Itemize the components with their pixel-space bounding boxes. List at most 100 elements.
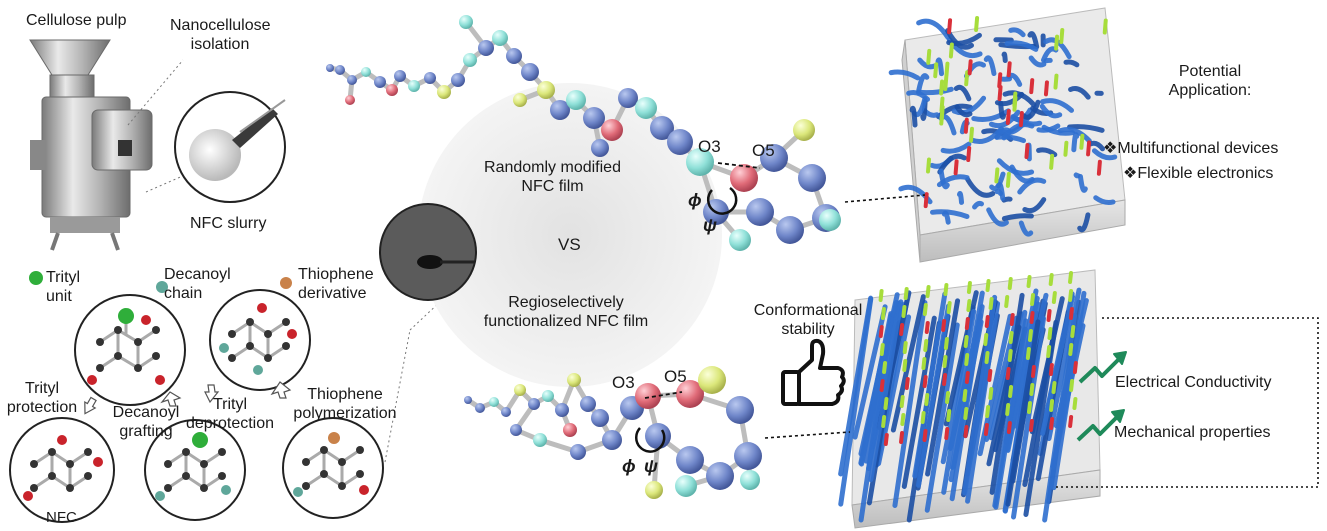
side-chain	[1068, 289, 1074, 302]
side-chain	[923, 192, 929, 209]
side-chain	[964, 353, 970, 366]
molecule-atom	[408, 80, 420, 92]
hbond-line-top	[717, 162, 761, 169]
molecule-atom	[463, 53, 477, 67]
side-chain	[922, 429, 928, 442]
side-chain	[946, 409, 952, 422]
side-chain	[953, 159, 959, 176]
molecule-atom	[591, 139, 609, 157]
fiber	[988, 109, 1021, 129]
side-chain	[963, 407, 969, 420]
side-chain	[1026, 275, 1032, 288]
application-title: Potential Application:	[1168, 63, 1252, 99]
molecule-atom	[424, 72, 436, 84]
molecule-atom	[734, 442, 762, 470]
side-chain	[942, 373, 948, 386]
molecule-atom	[555, 403, 569, 417]
side-chain	[1046, 345, 1052, 358]
fiber	[1018, 220, 1034, 237]
thiophene-legend-label: Thiophene derivative	[298, 266, 374, 302]
fiber	[983, 55, 997, 77]
fiber	[965, 176, 996, 198]
side-chain	[943, 283, 949, 296]
aligned-fiber-film	[838, 269, 1101, 529]
step-trityl-deprotection-label: Trityl deprotection	[185, 396, 275, 432]
reaction-circle-bottom-right	[282, 417, 384, 519]
side-chain	[974, 16, 980, 33]
side-chain	[948, 42, 954, 59]
connector-line	[764, 431, 851, 439]
molecule-atom	[706, 462, 734, 490]
film-photo-circle	[379, 203, 477, 301]
molecule-atom	[591, 409, 609, 427]
side-chain	[1030, 365, 1036, 378]
side-chain	[1048, 363, 1054, 376]
fiber	[868, 299, 904, 483]
side-chain	[879, 379, 885, 392]
side-chain	[1068, 271, 1074, 284]
fiber	[993, 318, 1029, 510]
molecule-atom	[798, 164, 826, 192]
side-chain	[881, 415, 887, 428]
side-chain	[1025, 347, 1031, 360]
molecule-atom	[475, 403, 485, 413]
molecule-atom	[437, 85, 451, 99]
side-chain	[964, 317, 970, 330]
fiber	[972, 200, 985, 210]
side-chain	[1006, 421, 1012, 434]
molecule-atom	[676, 380, 704, 408]
fiber	[1039, 103, 1063, 119]
side-chain	[988, 387, 994, 400]
side-chain	[1006, 61, 1012, 78]
side-chain	[997, 85, 1003, 102]
side-chain	[1068, 415, 1074, 428]
central-backdrop	[418, 83, 722, 387]
molecule-atom	[510, 424, 522, 436]
side-chain	[966, 299, 972, 312]
side-chain	[902, 359, 908, 372]
molecule-atom	[686, 148, 714, 176]
side-chain	[899, 431, 905, 444]
molecule-atom	[793, 119, 815, 141]
fiber	[996, 158, 1035, 176]
molecule-atom	[635, 383, 661, 409]
molecule-atom	[326, 64, 334, 72]
side-chain	[879, 343, 885, 356]
decanoyl-legend-label: Decanoyl chain	[164, 266, 231, 302]
side-chain	[946, 301, 952, 314]
side-chain	[1072, 397, 1078, 410]
fiber	[954, 104, 973, 118]
fiber	[925, 298, 961, 477]
molecule-atom	[667, 129, 693, 155]
fiber	[1067, 124, 1105, 133]
molecule-atom	[676, 446, 704, 474]
side-chain	[987, 369, 993, 382]
grinder-machine	[29, 39, 153, 251]
molecule-atom	[550, 100, 570, 120]
side-chain	[1051, 381, 1057, 394]
molecule-atom	[528, 398, 540, 410]
molecule-atom	[347, 75, 357, 85]
side-chain	[924, 321, 930, 334]
side-chain	[900, 413, 906, 426]
side-chain	[904, 377, 910, 390]
side-chain	[901, 305, 907, 318]
nfc-label: NFC	[46, 509, 77, 526]
molecule-atom	[513, 93, 527, 107]
side-chain	[997, 72, 1003, 89]
side-chain	[963, 117, 969, 134]
side-chain	[1007, 349, 1013, 362]
side-chain	[1063, 140, 1069, 157]
side-chain	[944, 61, 950, 78]
fiber	[1036, 123, 1061, 133]
side-chain	[945, 391, 951, 404]
step-decanoyl-grafting-label: Decanoyl grafting	[112, 404, 180, 440]
side-chain	[903, 287, 909, 300]
side-chain	[1005, 367, 1011, 380]
fiber	[916, 73, 930, 93]
fiber	[989, 292, 1025, 495]
molecule-atom	[729, 229, 751, 251]
side-chain	[1070, 325, 1076, 338]
side-chain	[882, 361, 888, 374]
side-chain	[921, 357, 927, 370]
